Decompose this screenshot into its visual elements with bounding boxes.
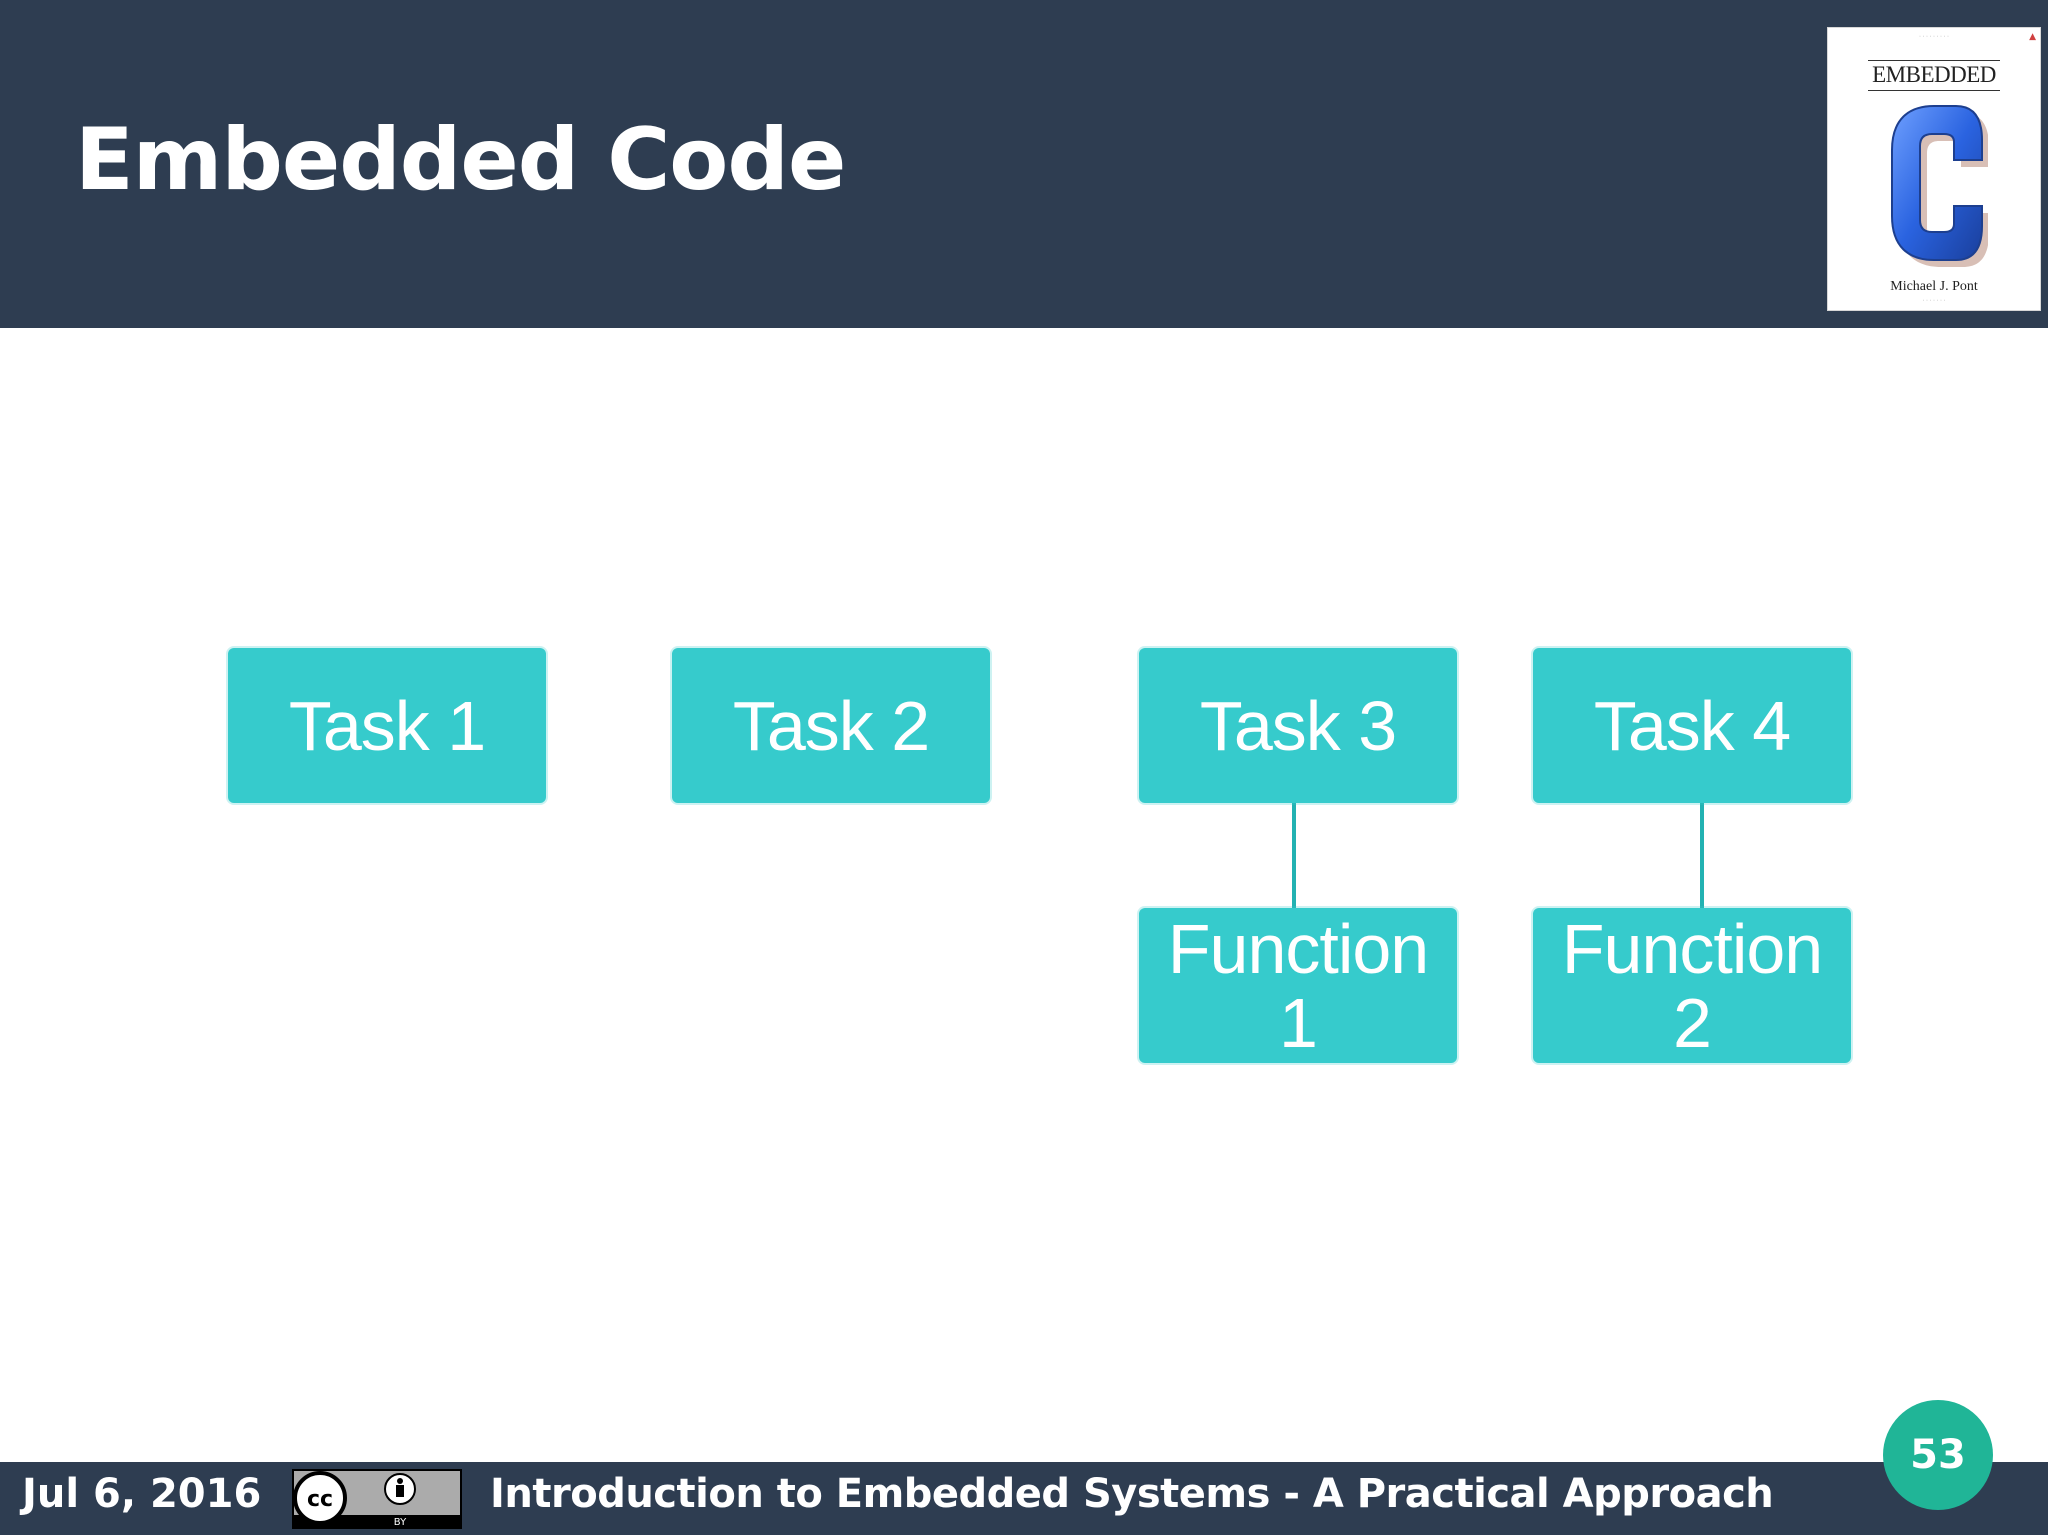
book-cover-image: · · · · · · · · · ▲ EMBEDDED Michael J. … bbox=[1828, 28, 2040, 310]
page-number-badge: 53 bbox=[1883, 1400, 1993, 1510]
book-cover-fineprint-bottom: · · · · · · · bbox=[1922, 298, 1946, 304]
publisher-mark-icon: ▲ bbox=[2029, 32, 2036, 42]
footer-date: Jul 6, 2016 bbox=[22, 1471, 262, 1517]
function-2-box: Function 2 bbox=[1533, 908, 1851, 1063]
function-1-box: Function 1 bbox=[1139, 908, 1457, 1063]
book-author: Michael J. Pont bbox=[1890, 279, 1978, 294]
footer-course-title: Introduction to Embedded Systems - A Pra… bbox=[490, 1471, 1774, 1517]
svg-text:cc: cc bbox=[307, 1487, 333, 1512]
task-3-box: Task 3 bbox=[1139, 648, 1457, 803]
connector-task3-function1 bbox=[1292, 800, 1296, 912]
cc-by-license-icon: cc BY bbox=[292, 1469, 462, 1529]
header-bar: Embedded Code · · · · · · · · · ▲ EMBEDD… bbox=[0, 0, 2048, 328]
cc-by-label: BY bbox=[394, 1517, 407, 1528]
book-letter-c-icon bbox=[1891, 105, 1988, 267]
task-2-box: Task 2 bbox=[672, 648, 990, 803]
task-1-box: Task 1 bbox=[228, 648, 546, 803]
book-cover-fineprint-top: · · · · · · · · · bbox=[1919, 34, 1949, 40]
slide-title: Embedded Code bbox=[75, 110, 846, 210]
book-title-rule-top bbox=[1868, 60, 2000, 61]
book-title-rule-bottom bbox=[1868, 90, 2000, 91]
task-4-box: Task 4 bbox=[1533, 648, 1851, 803]
connector-task4-function2 bbox=[1700, 790, 1704, 912]
book-title: EMBEDDED bbox=[1872, 62, 1996, 87]
